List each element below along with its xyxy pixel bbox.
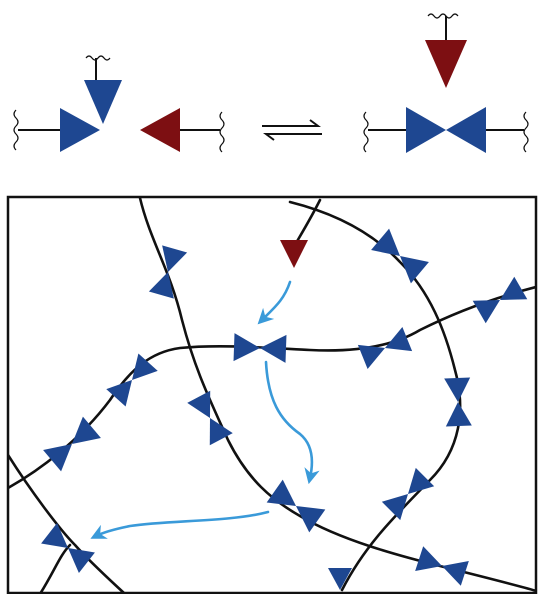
crosslink-bowtie [415,546,469,586]
crosslink-bowtie [148,245,188,299]
blue-triangle-icon [84,80,122,124]
crosslink-bowtie [43,416,101,472]
chain [8,453,127,594]
network-panel-frame [6,195,538,594]
red-triangle-icon [425,40,467,88]
crosslink-bowtie [371,228,429,284]
chain [288,200,462,592]
equilibrium-arrows-icon [262,119,322,141]
crosslink-bowtie [41,522,95,574]
wavy-line-icon [427,13,459,19]
crosslink-bowtie [357,326,413,370]
reaction-scheme [13,13,529,153]
product-side [363,13,529,153]
wavy-line-icon [13,109,19,151]
chain [38,543,72,594]
chain [138,197,536,593]
wavy-line-icon [219,111,225,153]
wavy-line-icon [85,55,111,61]
crosslink-bowtie [187,390,233,446]
red-triangle-icon [280,240,308,268]
exchange-arrows [90,280,320,539]
crosslink-bowtie [106,353,158,407]
blue-triangle-icon [446,107,486,153]
crosslink-bowtie [472,276,528,324]
reactant-side [13,55,225,153]
blue-triangle-icon [406,107,446,153]
blue-triangle-icon [60,108,100,152]
arrow [264,360,320,485]
arrow [257,280,292,325]
crosslinks [41,228,528,590]
crosslink-bowtie [233,333,287,363]
blue-triangle-icon [328,568,352,590]
crosslink-bowtie [266,479,326,533]
red-triangle-icon [140,108,180,152]
network-panel [8,197,536,594]
crosslink-bowtie [381,467,435,521]
wavy-line-icon [363,111,369,153]
crosslink-bowtie [444,377,472,427]
wavy-line-icon [523,111,529,153]
arrow [90,510,270,539]
